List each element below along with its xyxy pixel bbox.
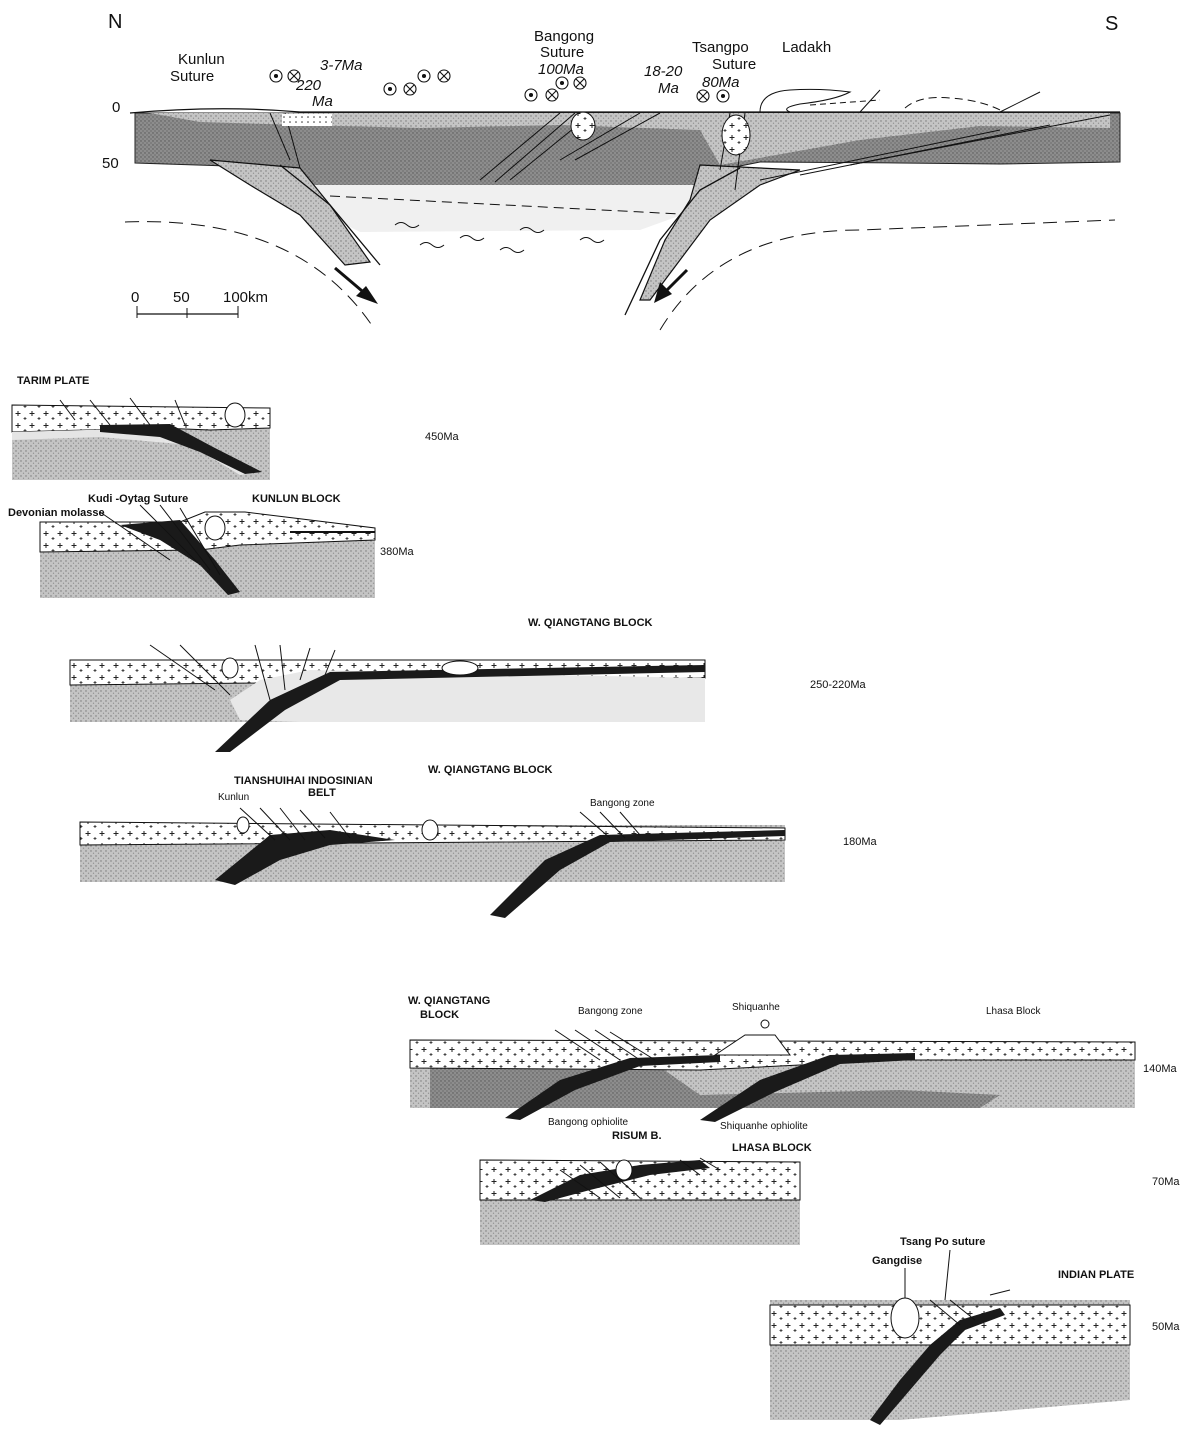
tianshuihai-label: TIANSHUIHAI INDOSINIAN bbox=[234, 775, 373, 787]
ladakh-label: Ladakh bbox=[782, 39, 831, 56]
tsangpo-suture-label-2: Suture bbox=[712, 56, 756, 73]
bangong-zone-label-180: Bangong zone bbox=[590, 798, 655, 809]
north-plate-arrow bbox=[335, 268, 378, 304]
w-qiangtang-label-140: W. QIANGTANG bbox=[408, 995, 490, 1007]
w-qiangtang-block-label-180: W. QIANGTANG BLOCK bbox=[428, 764, 553, 776]
scale-tick-50: 50 bbox=[173, 289, 190, 306]
bangong-suture-label-2: Suture bbox=[540, 44, 584, 61]
tsang-po-suture-label: Tsang Po suture bbox=[900, 1236, 985, 1248]
kunlun-label-180: Kunlun bbox=[218, 792, 249, 803]
age-70ma: 70Ma bbox=[1152, 1176, 1180, 1188]
tsangpo-age: 80Ma bbox=[702, 74, 740, 91]
age-18-20: 18-20 bbox=[644, 63, 683, 80]
stage-380ma: Kudi -Oytag Suture Devonian molasse KUNL… bbox=[8, 493, 415, 598]
stage-450ma: TARIM PLATE 450Ma bbox=[12, 375, 460, 480]
south-lithosphere-base bbox=[660, 220, 1115, 330]
kunlun-block-label: KUNLUN BLOCK bbox=[252, 493, 341, 505]
stage-180ma: W. QIANGTANG BLOCK TIANSHUIHAI INDOSINIA… bbox=[80, 764, 878, 918]
age-220: 220 bbox=[295, 77, 322, 94]
lhasa-block-label-70: LHASA BLOCK bbox=[732, 1142, 812, 1154]
bangong-age: 100Ma bbox=[538, 61, 584, 78]
kunlun-suture-label-2: Suture bbox=[170, 68, 214, 85]
devonian-molasse-label: Devonian molasse bbox=[8, 507, 105, 519]
age-380ma: 380Ma bbox=[380, 546, 415, 558]
block-label-140: BLOCK bbox=[420, 1009, 459, 1021]
age-180ma: 180Ma bbox=[843, 836, 878, 848]
stage-250-220ma: W. QIANGTANG BLOCK 250-220Ma bbox=[70, 617, 867, 752]
top-cross-section: N S 0 50 bbox=[102, 11, 1120, 330]
sediment-layer bbox=[282, 114, 332, 126]
south-label: S bbox=[1105, 13, 1118, 35]
suture-pointer bbox=[945, 1250, 950, 1300]
lhasa-block-label-140: Lhasa Block bbox=[986, 1006, 1041, 1017]
stage-70ma: RISUM B. LHASA BLOCK 70Ma bbox=[480, 1130, 1180, 1245]
indian-plate-label: INDIAN PLATE bbox=[1058, 1269, 1134, 1281]
gangdise-label: Gangdise bbox=[872, 1255, 922, 1267]
scale-tick-100km: 100km bbox=[223, 289, 268, 306]
surface-line bbox=[130, 109, 1120, 113]
age-450ma: 450Ma bbox=[425, 431, 460, 443]
scale-tick-0: 0 bbox=[131, 289, 139, 306]
granite-body bbox=[571, 112, 595, 140]
age-3-7ma: 3-7Ma bbox=[320, 57, 363, 74]
kunlun-suture-label: Kunlun bbox=[178, 51, 225, 68]
bangong-zone-label-140: Bangong zone bbox=[578, 1006, 643, 1017]
age-50ma: 50Ma bbox=[1152, 1321, 1180, 1333]
w-qiangtang-block-label: W. QIANGTANG BLOCK bbox=[528, 617, 653, 629]
tsangpo-suture-label: Tsangpo bbox=[692, 39, 749, 56]
risum-b-label: RISUM B. bbox=[612, 1130, 662, 1142]
stage-140ma: W. QIANGTANG BLOCK Bangong zone Shiquanh… bbox=[408, 995, 1178, 1132]
age-220-ma: Ma bbox=[312, 93, 333, 110]
ladakh-nappes bbox=[760, 89, 1040, 112]
tarim-plate-label: TARIM PLATE bbox=[17, 375, 89, 387]
granite-body bbox=[722, 115, 750, 155]
north-label: N bbox=[108, 11, 122, 33]
belt-label: BELT bbox=[308, 787, 336, 799]
age-250-220ma: 250-220Ma bbox=[810, 679, 867, 691]
stage-50ma: Tsang Po suture Gangdise INDIAN PLATE 50… bbox=[770, 1236, 1180, 1425]
bangong-suture-label: Bangong bbox=[534, 28, 594, 45]
age-18-20-ma: Ma bbox=[658, 80, 679, 97]
age-140ma: 140Ma bbox=[1143, 1063, 1178, 1075]
bangong-ophiolite-label: Bangong ophiolite bbox=[548, 1117, 629, 1128]
lower-crust-zone bbox=[300, 185, 700, 232]
shiquanhe-ophiolite-label: Shiquanhe ophiolite bbox=[720, 1121, 808, 1132]
depth-tick-50: 50 bbox=[102, 155, 119, 172]
shiquanhe-label: Shiquanhe bbox=[732, 1002, 780, 1013]
depth-tick-0: 0 bbox=[112, 99, 120, 116]
kudi-oytag-suture-label: Kudi -Oytag Suture bbox=[88, 493, 188, 505]
scale-bar: 0 50 100km bbox=[131, 289, 268, 318]
